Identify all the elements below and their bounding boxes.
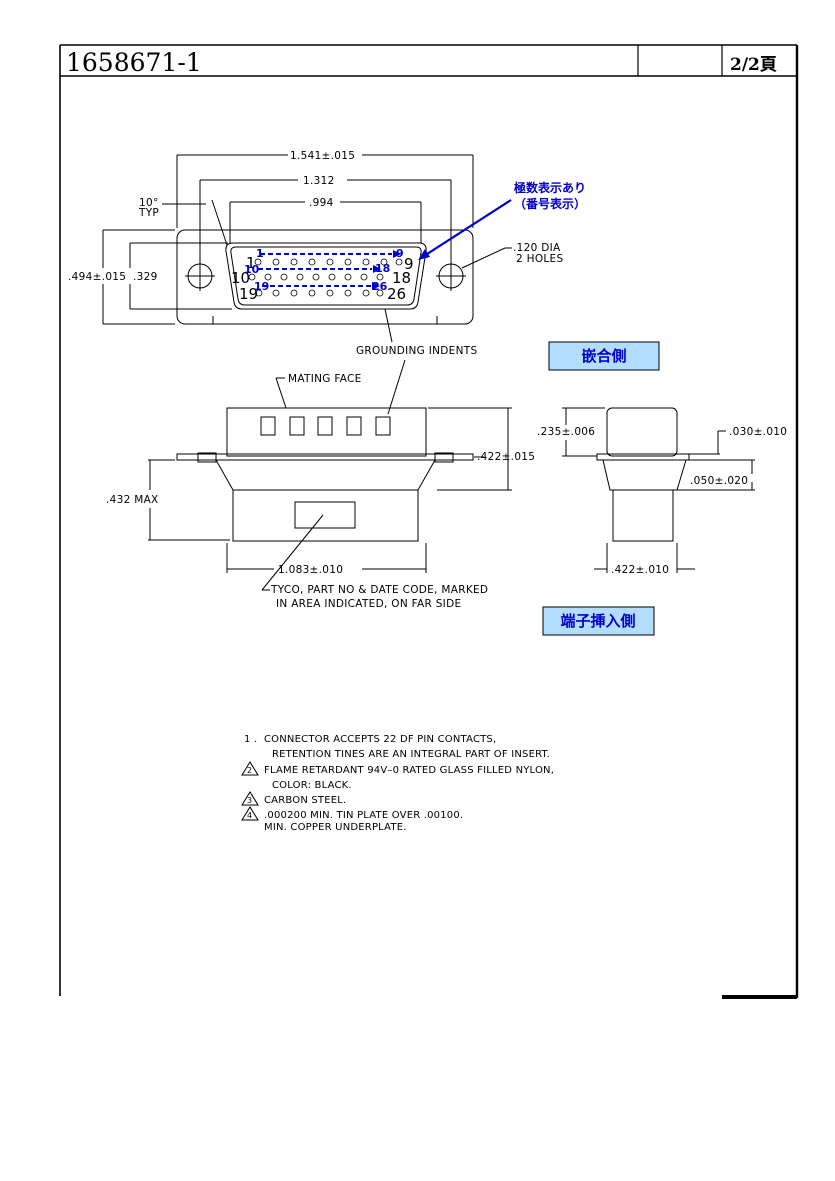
blue-pin-label-26: 26 [372,280,388,293]
note-1-number: 1 . [244,734,257,745]
part-number: 1658671-1 [66,48,202,77]
dim-mount-spacing: 1.312 [303,175,335,187]
note-3-number: 3 [247,796,252,805]
note-2-line-2: COLOR: BLACK. [272,780,352,791]
pin-label-18: 18 [392,269,411,287]
note-1-line-1: CONNECTOR ACCEPTS 22 DF PIN CONTACTS, [264,734,496,745]
pin-row-bot [255,289,384,297]
side-view [148,359,512,591]
marking-note-2: IN AREA INDICATED, ON FAR SIDE [276,598,461,610]
dim-end-bottom: .422±.010 [611,564,669,576]
terminal-side-box [542,606,655,636]
note-3-triangle-icon [241,791,259,806]
note-3-line-1: CARBON STEEL. [264,795,346,806]
note-4-line-2: MIN. COPPER UNDERPLATE. [264,822,407,833]
blue-pin-label-19: 19 [254,280,269,293]
marking-note-1: TYCO, PART NO & DATE CODE, MARKED [270,584,488,596]
note-4-number: 4 [247,811,252,820]
terminal-side-label: 端子挿入側 [560,612,635,630]
hole-label-count: 2 HOLES [516,253,563,265]
front-view [102,154,512,343]
note-4-triangle-icon [241,806,259,821]
page-number: 2/2頁 [730,55,777,75]
grounding-indents-label: GROUNDING INDENTS [356,345,477,357]
blue-pin-label-18: 18 [375,262,390,275]
dim-overall-height: .494±.015 [68,271,126,283]
dim-end-top: .235±.006 [537,426,595,438]
dim-max-depth: .432 MAX [106,494,159,506]
pin-label-9: 9 [404,255,414,273]
angle-typ: TYP [138,207,159,219]
end-view [562,407,755,573]
dim-side-height: .422±.015 [477,451,535,463]
angle-label: 10° [139,197,159,209]
dim-end-flange: .030±.010 [729,426,787,438]
pin-row-top [254,258,403,266]
blue-pin-label-1: 1 [256,247,264,260]
note-1-line-2: RETENTION TINES ARE AN INTEGRAL PART OF … [272,749,550,760]
notes: 1 . CONNECTOR ACCEPTS 22 DF PIN CONTACTS… [241,734,554,833]
hole-label-dia: .120 DIA [513,242,561,254]
dim-shell-height: .329 [133,271,158,283]
pin-label-19: 19 [239,285,258,303]
dim-overall-width: 1.541±.015 [290,150,355,162]
pin-grid [248,258,403,297]
dim-shell-width: .994 [309,197,334,209]
pin-numbering-note-1: 極数表示あり [514,180,586,195]
mating-side-label: 嵌合側 [581,347,626,365]
dim-body-width: 1.083±.010 [278,564,343,576]
mating-side-box [548,341,660,371]
note-2-number: 2 [247,766,252,775]
pin-row-mid [248,273,384,281]
mating-face-label: MATING FACE [288,373,362,385]
blue-pin-label-9: 9 [396,247,404,260]
numbering-arrows [258,199,512,290]
note-2-line-1: FLAME RETARDANT 94V–0 RATED GLASS FILLED… [264,765,554,776]
blue-pin-label-10: 10 [244,263,260,276]
note-4-line-1: .000200 MIN. TIN PLATE OVER .00100. [264,810,463,821]
note-2-triangle-icon [241,761,259,776]
pin-label-10: 10 [231,269,250,287]
pin-numbering-note-2: （番号表示） [514,196,586,211]
pin-label-26: 26 [387,285,406,303]
sheet-frame [59,44,799,999]
pin-label-1: 1 [246,254,256,272]
dim-end-step: .050±.020 [690,475,748,487]
